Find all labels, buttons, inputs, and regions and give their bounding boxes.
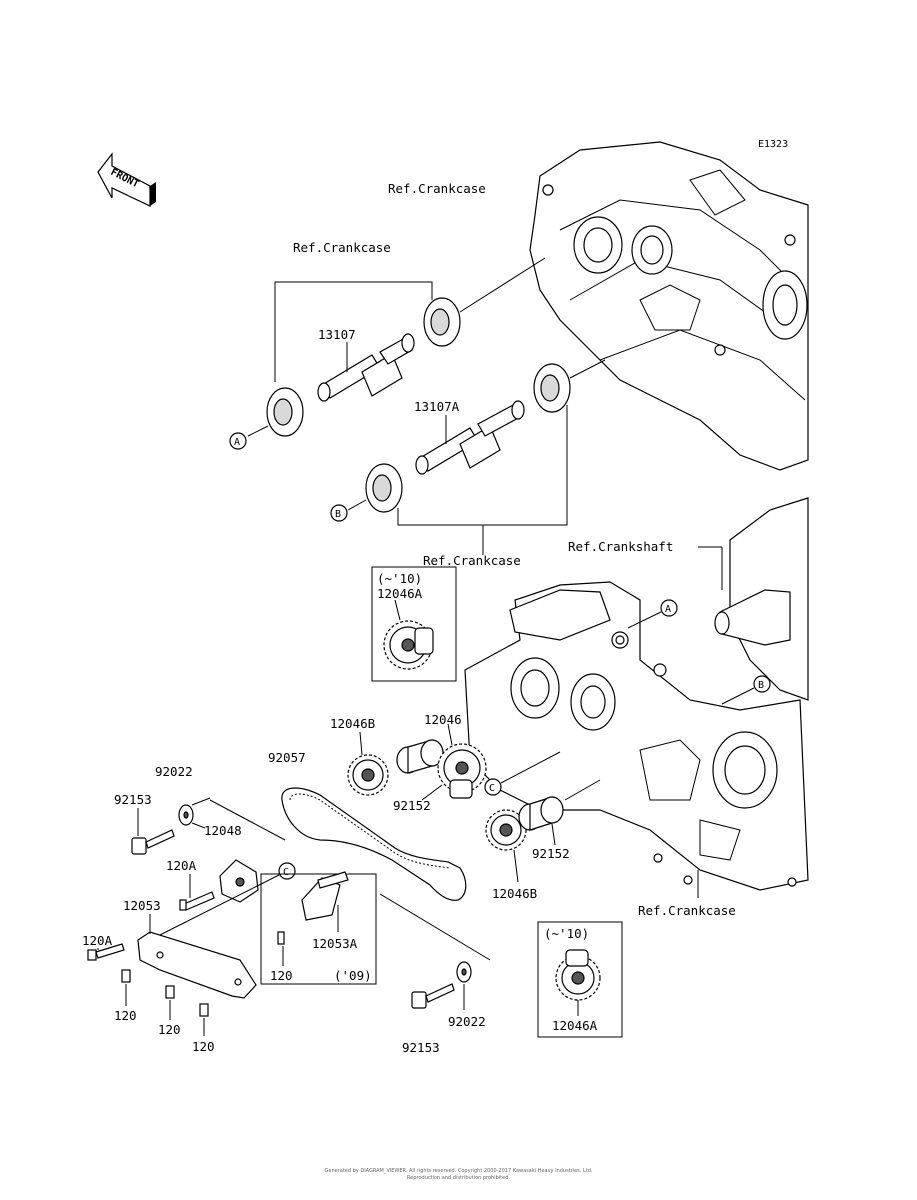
marker-c-lower [278,862,296,880]
callout-12053: 12053 [123,898,161,913]
timing-chain-92057 [281,787,467,901]
chain-tensioner [219,859,259,903]
sprocket-12046B-lower [485,809,527,851]
callout-12048: 12048 [204,823,242,838]
marker-b-lower [753,675,771,693]
diagram-code: E1323 [758,139,788,150]
note-box-guide: ('09) [334,968,372,983]
ref-crankshaft: Ref.Crankshaft [568,539,673,554]
crankcase-lower-illustration [464,581,809,891]
note-box-top: (~'10) [377,571,422,586]
marker-b-upper-label: B [335,509,341,520]
callout-120-box: 120 [270,968,293,983]
bolt-120-box [277,931,285,945]
callout-120-a: 120 [114,1008,137,1023]
variant-box-top [371,566,457,682]
sprocket-12046 [437,743,487,799]
marker-a-lower [660,599,678,617]
collar-92152-lower [518,796,564,831]
variant-box-bottom [537,921,623,1038]
guide-12053A [301,871,349,921]
callout-12046B-upper: 12046B [330,716,375,731]
callout-13107: 13107 [318,327,356,342]
ref-bracket-upper [274,281,433,382]
bearing-lower-right [533,363,571,413]
callout-92022-upper: 92022 [155,764,193,779]
footer-line-2: Reproduction and distribution prohibited… [407,1175,510,1181]
marker-a-upper-label: A [234,437,240,448]
callout-92153-upper: 92153 [114,792,152,807]
callout-12053A: 12053A [312,936,358,951]
washer-92022-lower [456,961,472,983]
marker-b-lower-label: B [758,680,764,691]
bolt-92153-upper [131,829,175,855]
callout-92022-lower: 92022 [448,1014,486,1029]
callout-12046A-top: 12046A [377,586,423,601]
copyright-footer: Generated by DIAGRAM_VIEWER. All rights … [0,1168,917,1182]
marker-c-upper [484,778,502,796]
callout-92153-lower: 92153 [402,1040,440,1055]
crankcase-upper-illustration [529,141,809,471]
guide-12053 [137,931,257,999]
callout-12046A-bottom: 12046A [552,1018,598,1033]
bolt-120-c [199,1003,209,1017]
variant-box-guide [260,873,377,985]
callout-120-c: 120 [192,1039,215,1054]
callout-120A-left: 120A [82,933,113,948]
callout-13107A: 13107A [414,399,460,414]
sprocket-12046A-bottom [555,949,601,1001]
sprocket-12046B-upper [347,754,389,796]
bolt-120A-tensioner [179,891,215,911]
bolt-120-b [165,985,175,999]
bearing-upper-right [423,297,461,347]
bolt-92153-lower [411,983,455,1009]
ref-crankcase-bracket-top: Ref.Crankcase [293,240,391,255]
ref-crankcase-lower: Ref.Crankcase [638,903,736,918]
callout-92057: 92057 [268,750,306,765]
callout-120-b: 120 [158,1022,181,1037]
collar-92152-upper [396,739,444,774]
callout-120A-tensioner: 120A [166,858,197,873]
bolt-120-a [121,969,131,983]
marker-c-lower-label: C [283,867,289,878]
footer-line-1: Generated by DIAGRAM_VIEWER. All rights … [324,1168,593,1174]
marker-b-upper [330,504,348,522]
balancer-shaft-lower [415,400,525,475]
note-box-bottom: (~'10) [544,926,589,941]
spacer-12048 [178,804,194,826]
marker-a-lower-label: A [665,604,671,615]
callout-92152-lower: 92152 [532,846,570,861]
crankshaft-illustration [714,497,809,701]
balancer-shaft-upper [317,333,415,402]
bolt-120A-left [87,943,125,961]
callout-12046: 12046 [424,712,462,727]
ref-crankcase-top: Ref.Crankcase [388,181,486,196]
front-arrow-icon: FRONT [97,152,156,207]
marker-c-upper-label: C [489,783,495,794]
callout-12046B-lower: 12046B [492,886,537,901]
ref-crankcase-bracket-bottom: Ref.Crankcase [423,553,521,568]
marker-a-upper [229,432,247,450]
sprocket-12046A-top [383,620,434,670]
callout-92152-upper: 92152 [393,798,431,813]
bearing-lower-left [365,463,403,513]
bearing-upper-left [266,387,304,437]
